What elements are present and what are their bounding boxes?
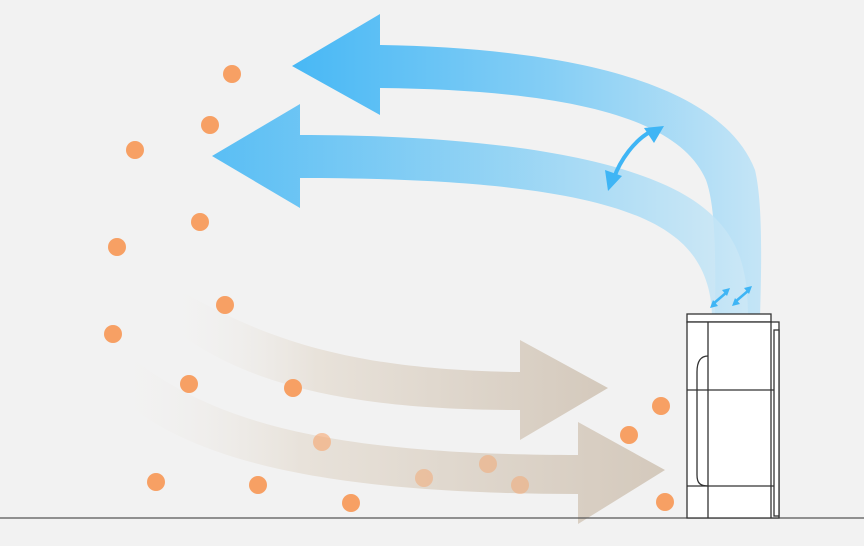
dust-particle bbox=[126, 141, 144, 159]
outlet-swing-icon-left bbox=[710, 288, 730, 308]
dust-particle bbox=[223, 65, 241, 83]
dust-particle bbox=[104, 325, 122, 343]
dust-particle bbox=[108, 238, 126, 256]
outlet-swing-icon-right bbox=[732, 286, 752, 306]
dust-particle bbox=[284, 379, 302, 397]
air-purifier-unit bbox=[686, 313, 780, 519]
dust-particle bbox=[249, 476, 267, 494]
louver-swing-icon bbox=[605, 126, 664, 191]
outflow-arrow-upper bbox=[292, 14, 762, 318]
dust-particle bbox=[652, 397, 670, 415]
dust-particle bbox=[201, 116, 219, 134]
outflow-arrow-lower bbox=[212, 104, 748, 318]
dust-particle bbox=[313, 433, 331, 451]
dust-particles bbox=[104, 65, 674, 512]
dust-particle bbox=[656, 493, 674, 511]
dust-particle bbox=[415, 469, 433, 487]
intake-arrow-lower bbox=[105, 340, 665, 524]
intake-arrow-upper bbox=[160, 285, 608, 440]
dust-particle bbox=[216, 296, 234, 314]
dust-particle bbox=[620, 426, 638, 444]
dust-particle bbox=[342, 494, 360, 512]
dust-particle bbox=[479, 455, 497, 473]
dust-particle bbox=[180, 375, 198, 393]
dust-particle bbox=[191, 213, 209, 231]
dust-particle bbox=[511, 476, 529, 494]
dust-particle bbox=[147, 473, 165, 491]
